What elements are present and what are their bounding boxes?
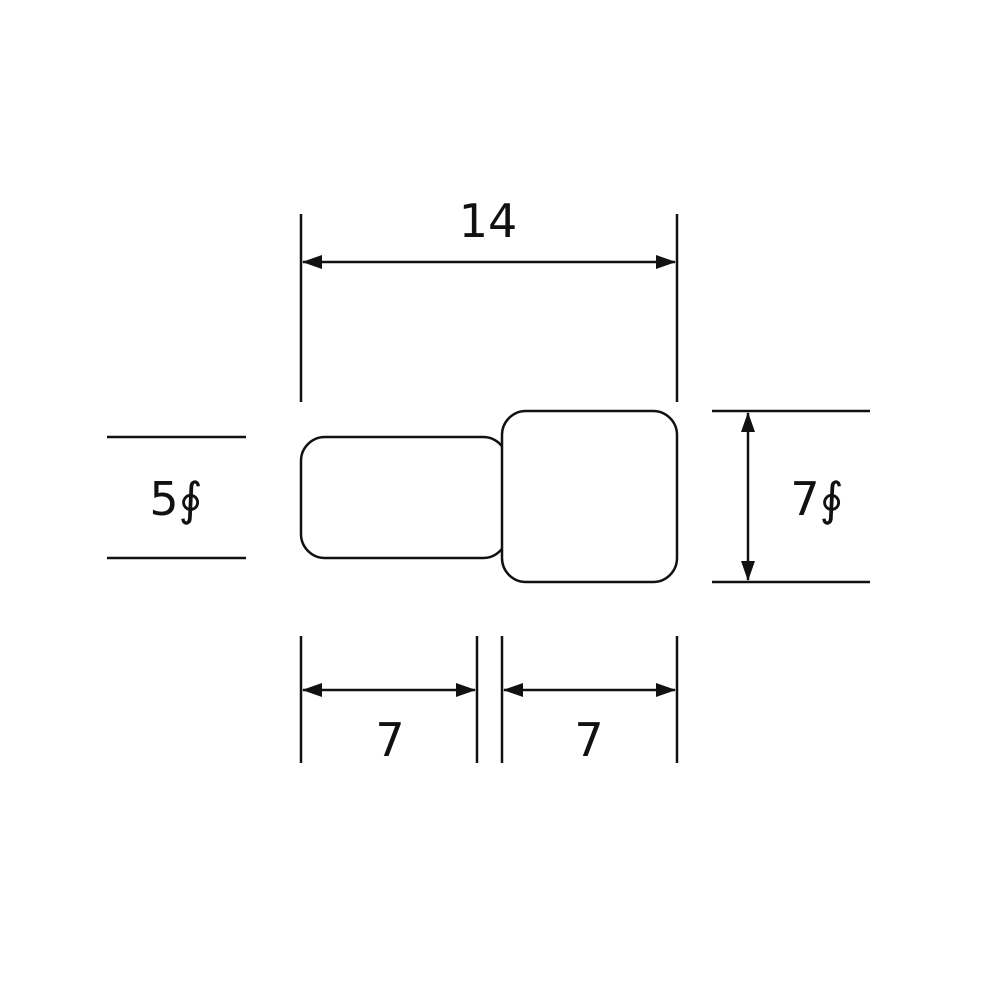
overall-length-label: 14	[459, 194, 518, 248]
large-cylinder-outline	[500, 409, 679, 584]
small-length-label: 7	[375, 713, 404, 767]
large-length-label: 7	[574, 713, 603, 767]
large-diameter-label: 7∮	[790, 472, 843, 526]
small-cylinder-outline	[299, 435, 509, 560]
small-diameter-label: 5∮	[149, 472, 202, 526]
